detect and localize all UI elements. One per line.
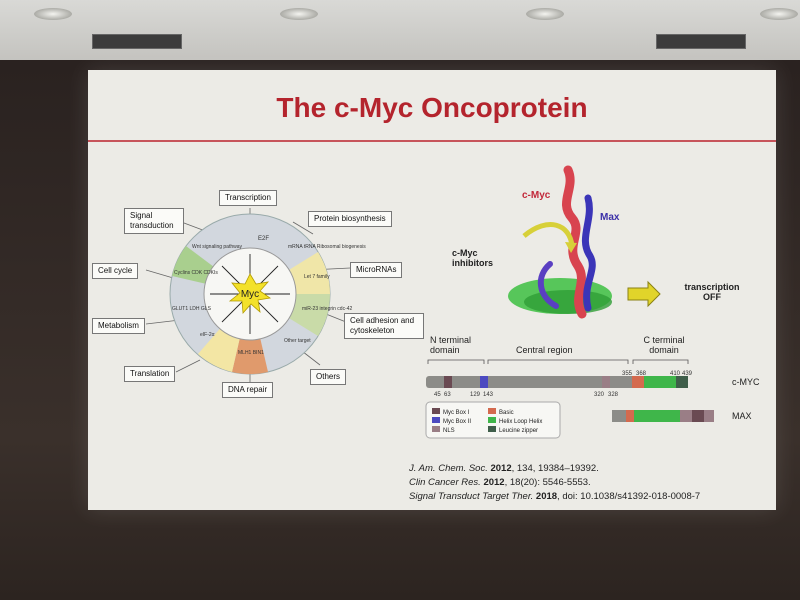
nls xyxy=(602,376,610,388)
label-c-terminal-domain: C terminal domain xyxy=(643,335,685,355)
wheel-segment-label: E2F xyxy=(258,236,269,242)
domain-position: 129 xyxy=(470,392,481,398)
reference-rest: , doi: 10.1038/s41392-018-0008-7 xyxy=(557,491,701,502)
domain-position: 328 xyxy=(608,392,619,398)
reference-rest: , 18(20): 5546-5553. xyxy=(504,477,591,488)
domain-map: 45 63 129 143 320 328 355 368 410 439 My… xyxy=(425,359,714,439)
wheel-label-dna-repair: DNA repair xyxy=(222,382,274,398)
helix-loop-helix xyxy=(644,376,676,388)
ceiling-light xyxy=(34,8,72,20)
cmyc-bar xyxy=(426,376,688,388)
wheel-label-cell-cycle: Cell cycle xyxy=(92,263,139,279)
reference-year: 2018 xyxy=(535,491,558,502)
domain-position: 63 xyxy=(444,392,451,398)
label-central-region: Central region xyxy=(516,345,573,355)
wheel-label-others: Others xyxy=(310,369,347,385)
projection-screen: The c-Myc Oncoprotein Myc xyxy=(88,70,776,510)
ceiling-light xyxy=(760,8,798,20)
label-cmyc-inhibitors: c-Myc inhibitors xyxy=(452,248,493,268)
wheel-segment-label: Other target xyxy=(284,338,311,344)
legend-item: Myc Box I xyxy=(443,410,470,416)
label-n-terminal-domain: N terminal domain xyxy=(430,335,472,355)
wheel-center-label: Myc xyxy=(241,289,259,300)
reference-rest: , 134, 19384–19392. xyxy=(511,463,599,474)
domain-position: 143 xyxy=(483,392,494,398)
wheel-segment-label: eIF-2α xyxy=(200,332,215,338)
mycbox-i xyxy=(444,376,452,388)
reference-1: J. Am. Chem. Soc. 2012, 134, 19384–19392… xyxy=(409,463,599,474)
reference-journal: J. Am. Chem. Soc. xyxy=(409,463,488,474)
cmyc-max-structure xyxy=(508,165,661,319)
ceiling-vent xyxy=(92,34,182,49)
legend-item: Helix Loop Helix xyxy=(499,419,542,425)
wheel-segment-label: mRNA tRNA Ribosomal biogenesis xyxy=(288,244,366,250)
reference-journal: Clin Cancer Res. xyxy=(409,477,481,488)
wheel-label-transcription: Transcription xyxy=(219,190,277,206)
transcription-off-arrow xyxy=(627,280,661,308)
reference-3: Signal Transduct Target Ther. 2018, doi:… xyxy=(409,491,700,502)
wheel-label-cell-adhesion: Cell adhesion and cytoskeleton xyxy=(344,313,424,339)
domain-position: 320 xyxy=(594,392,605,398)
label-transcription-off: transcription OFF xyxy=(684,282,740,302)
max-helix xyxy=(581,194,596,312)
wheel-segment-label: Cyclins CDK CDKIs xyxy=(174,270,218,276)
leucine-zipper xyxy=(676,376,688,388)
domain-position: 368 xyxy=(636,371,647,377)
domain-position: 355 xyxy=(622,371,633,377)
max-bar-segment xyxy=(680,410,692,422)
label-cmyc: c-Myc xyxy=(522,190,551,201)
wheel-segment-label: MLH1 BIN1 xyxy=(238,350,264,356)
domain-position: 45 xyxy=(434,392,441,398)
title-rule xyxy=(88,140,776,142)
cmyc-helix xyxy=(562,165,587,319)
basic-region xyxy=(632,376,644,388)
label-max: Max xyxy=(600,212,620,223)
reference-2: Clin Cancer Res. 2012, 18(20): 5546-5553… xyxy=(409,477,591,488)
reference-year: 2012 xyxy=(490,463,512,474)
inhibitor-arrow xyxy=(522,222,575,247)
wheel-label-protein-biosynthesis: Protein biosynthesis xyxy=(308,211,392,227)
myc-star-burst xyxy=(228,273,272,314)
wheel-segment-label: Let 7 family xyxy=(304,274,330,280)
row-label-max: MAX xyxy=(732,411,752,421)
reference-journal: Signal Transduct Target Ther. xyxy=(409,491,534,502)
max-bar-segment xyxy=(626,410,634,422)
max-bar-segment xyxy=(612,410,626,422)
max-bar-segment xyxy=(692,410,704,422)
wheel-segment-label: GLUT1 LDH GLS xyxy=(172,306,212,312)
wheel-label-signal-transduction: Signal transduction xyxy=(124,208,184,234)
legend-item: Basic xyxy=(499,410,514,416)
ceiling-vent xyxy=(656,34,746,49)
mycbox-ii xyxy=(480,376,488,388)
ceiling xyxy=(0,0,800,60)
slide-title: The c-Myc Oncoprotein xyxy=(276,92,588,123)
myc-wheel-diagram: Myc E2F mRNA tRNA Ribosomal biogenesis L… xyxy=(145,208,366,382)
max-bar-segment xyxy=(634,410,680,422)
domain-position: 410 xyxy=(670,371,681,377)
ceiling-light xyxy=(280,8,318,20)
legend-item: NLS xyxy=(443,428,455,434)
max-bar-segment xyxy=(704,410,714,422)
wheel-label-micrornas: MicroRNAs xyxy=(350,262,403,278)
legend-item: Leucine zipper xyxy=(499,428,538,434)
wheel-label-metabolism: Metabolism xyxy=(92,318,145,334)
reference-year: 2012 xyxy=(483,477,505,488)
wheel-segment-label: miR-23 integrin cdc-42 xyxy=(302,306,353,312)
wheel-segment-label: Wnt signaling pathway xyxy=(192,244,243,250)
wheel-label-translation: Translation xyxy=(124,366,176,382)
ceiling-light xyxy=(526,8,564,20)
domain-position: 439 xyxy=(682,371,693,377)
row-label-cmyc: c-MYC xyxy=(732,377,760,387)
legend-item: Myc Box II xyxy=(443,419,471,425)
